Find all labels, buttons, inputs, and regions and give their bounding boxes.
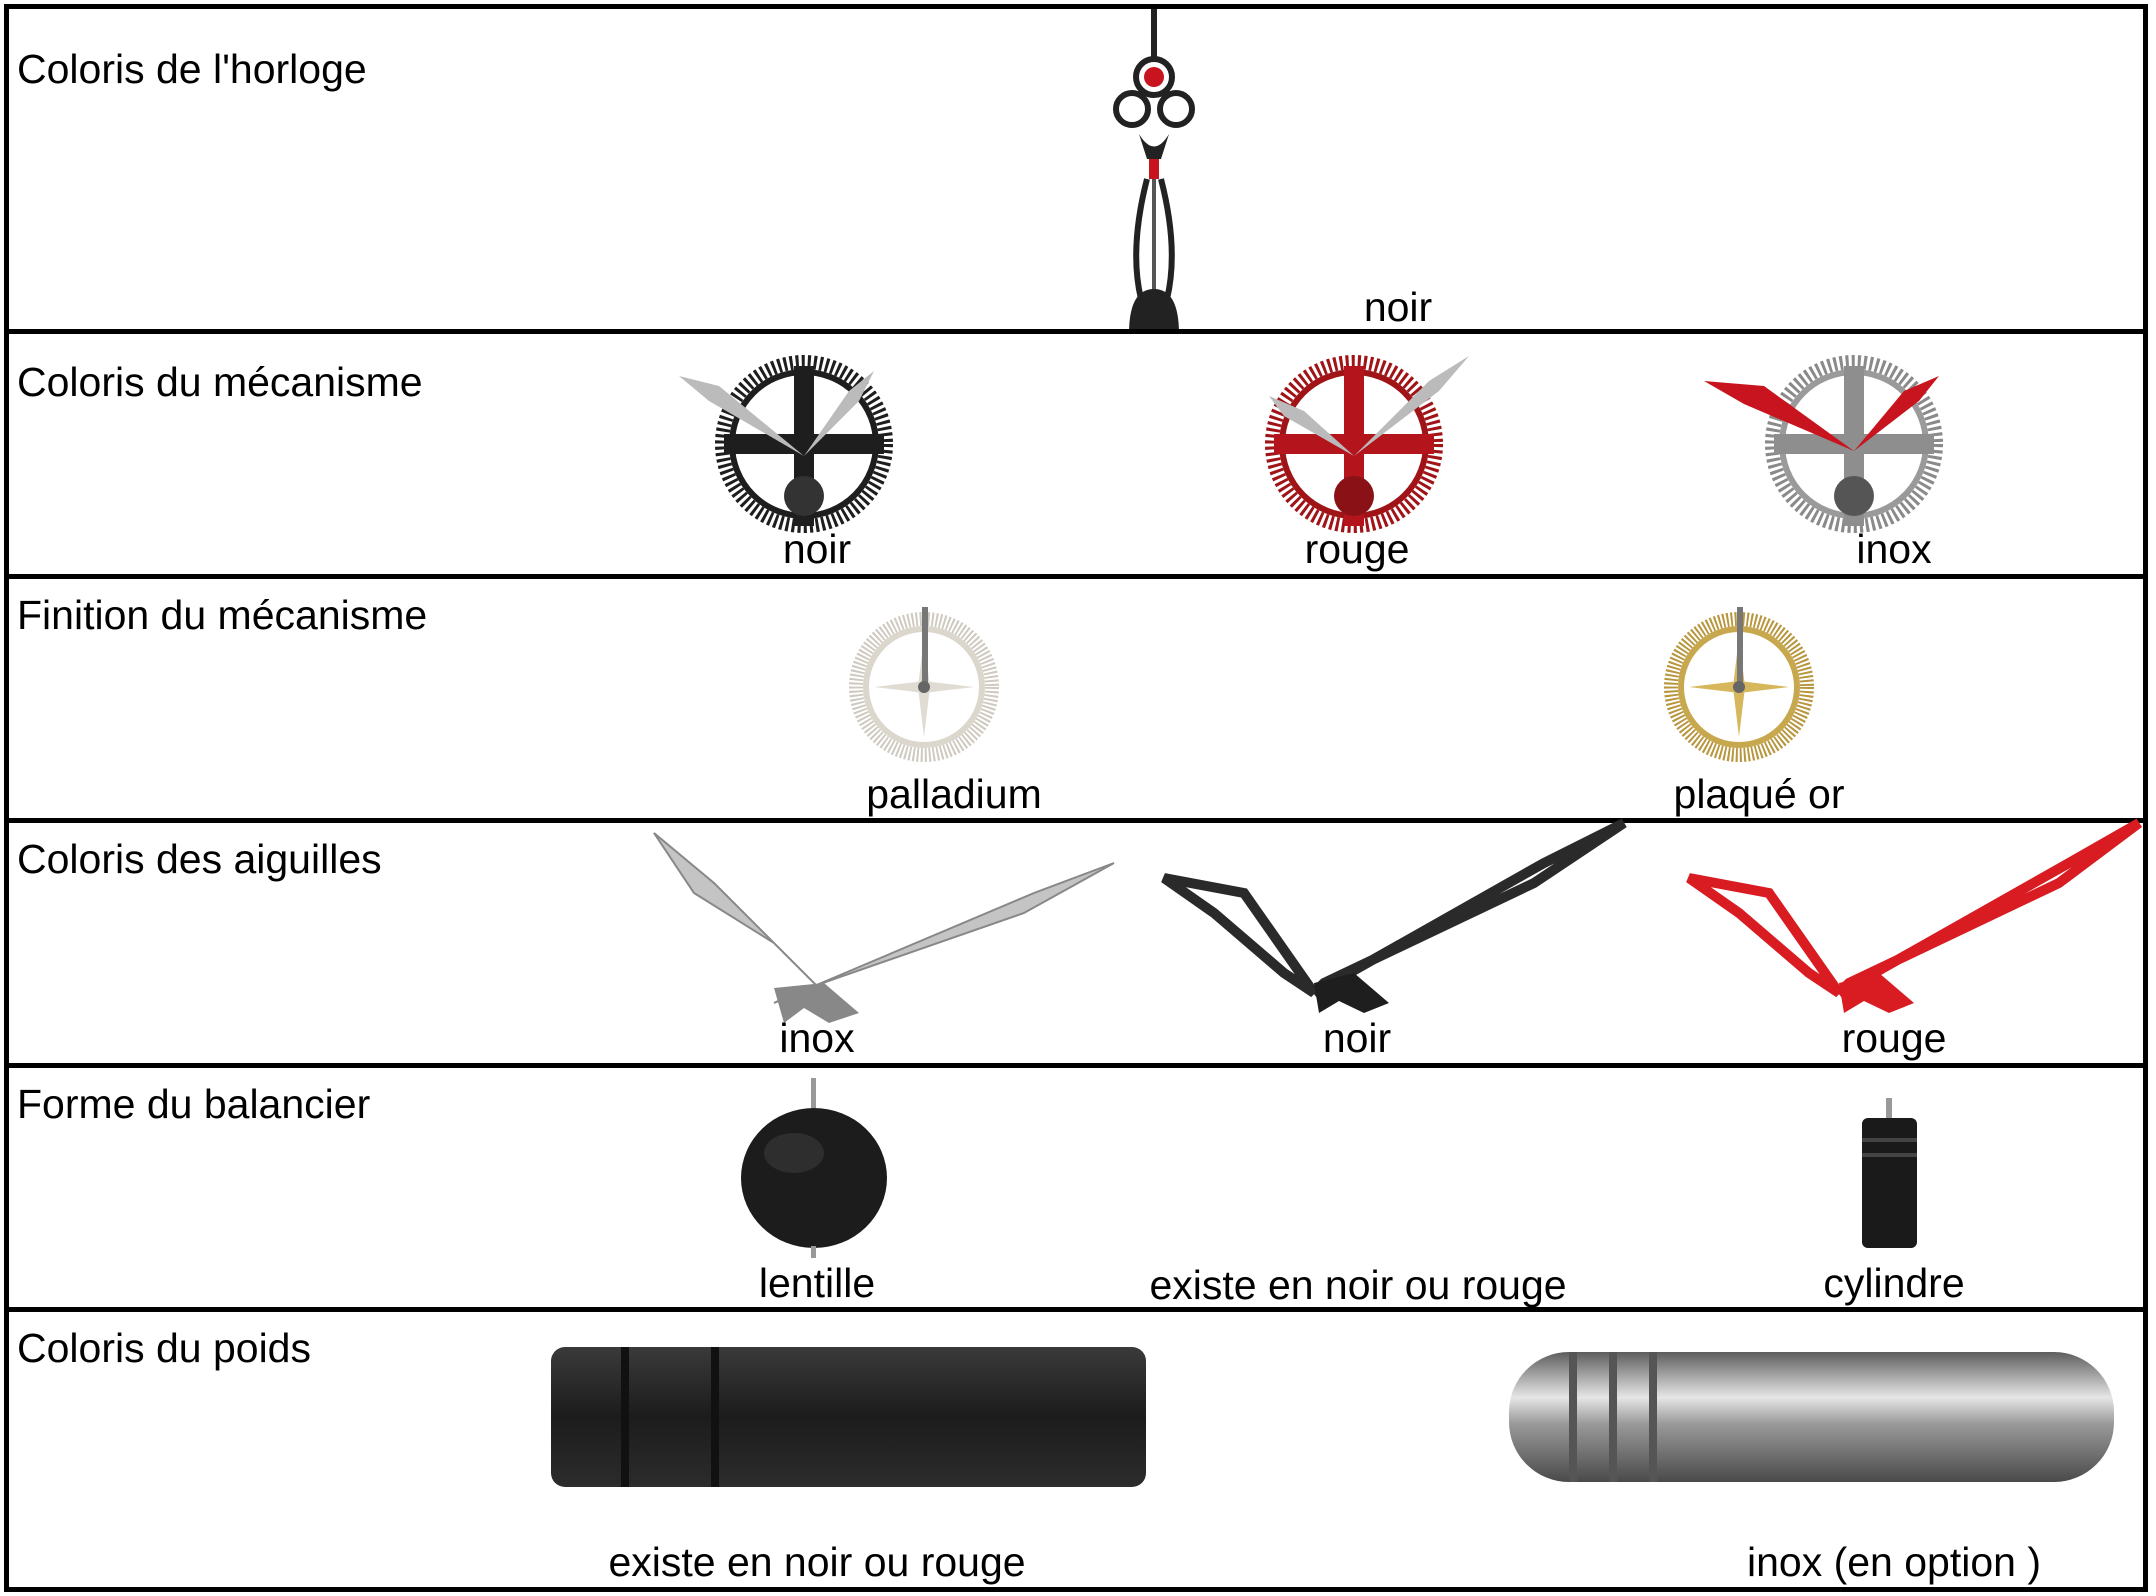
option-label: noir (782, 526, 852, 572)
option-label: rouge (1841, 1015, 1947, 1061)
weight-steel-image (1509, 1352, 2114, 1482)
row-title: Coloris de l'horloge (17, 46, 367, 92)
row-coloris-horloge: Coloris de l'horloge noir (4, 4, 2148, 334)
row-title: Forme du balancier (17, 1081, 371, 1127)
wheel-palladium-image (849, 607, 999, 762)
row-title: Coloris du poids (17, 1325, 311, 1371)
mechanism-steel-image (1704, 355, 1943, 533)
row-title: Coloris des aiguilles (17, 836, 382, 882)
option-label: noir (1322, 1015, 1392, 1061)
mechanism-red-image (1265, 355, 1469, 533)
row-coloris-mecanisme: Coloris du mécanisme noir rouge inox (4, 329, 2148, 579)
clock-black-image (1113, 9, 1195, 334)
option-label: rouge (1304, 526, 1410, 572)
row-forme-balancier: Forme du balancier lentille existe en no… (4, 1063, 2148, 1312)
pendulum-cylinder-image (1862, 1098, 1917, 1248)
row-title: Finition du mécanisme (17, 592, 428, 638)
option-note: existe en noir ou rouge (1149, 1262, 1567, 1308)
option-label: cylindre (1823, 1260, 1965, 1306)
hands-steel-image (653, 832, 1115, 1023)
option-label: inox (1856, 526, 1932, 572)
weight-black-image (551, 1347, 1146, 1487)
wheel-gold-image (1664, 607, 1814, 762)
option-label: noir (1363, 284, 1433, 330)
mechanism-black-image (679, 355, 893, 533)
option-label: inox (en option ) (1746, 1539, 2042, 1585)
row-finition-mecanisme: Finition du mécanisme palladium plaqué o… (4, 574, 2148, 823)
pendulum-lens-image (741, 1078, 887, 1258)
option-label: existe en noir ou rouge (608, 1539, 1026, 1585)
hands-black-image (1161, 818, 1627, 1013)
hands-red-image (1686, 818, 2142, 1013)
row-coloris-poids: Coloris du poids existe en noir ou rouge (4, 1307, 2148, 1592)
option-label: lentille (758, 1260, 876, 1306)
option-label: plaqué or (1673, 771, 1845, 817)
row-coloris-aiguilles: Coloris des aiguilles inox noir rouge (4, 818, 2148, 1068)
option-label: inox (779, 1015, 855, 1061)
option-label: palladium (866, 771, 1042, 817)
row-title: Coloris du mécanisme (17, 359, 423, 405)
